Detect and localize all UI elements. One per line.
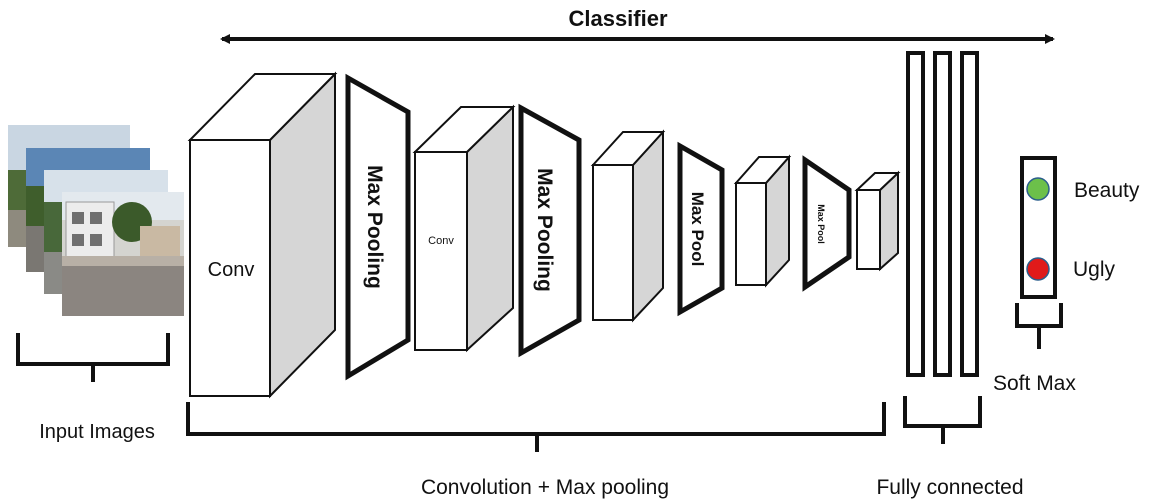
fc-layer-1 bbox=[906, 51, 925, 377]
pool-block-4 bbox=[802, 155, 852, 292]
pool-block-2 bbox=[518, 103, 582, 358]
softmax-bracket bbox=[1015, 303, 1063, 349]
fully-connected-label: Fully connected bbox=[876, 476, 1023, 499]
fully-connected-layers bbox=[906, 51, 979, 377]
fully-connected-bracket bbox=[903, 396, 982, 444]
conv-2-label: Conv bbox=[428, 235, 454, 247]
conv-1-label: Conv bbox=[208, 259, 255, 281]
pool-4-label: Max Pool bbox=[816, 204, 826, 244]
conv-block-5 bbox=[854, 170, 901, 272]
input-bracket bbox=[16, 333, 170, 382]
pool-block-3 bbox=[677, 141, 725, 317]
input-image-4 bbox=[62, 192, 184, 316]
beauty-output-dot bbox=[1026, 177, 1050, 201]
fc-layer-2 bbox=[933, 51, 952, 377]
input-images-label: Input Images bbox=[39, 421, 155, 443]
softmax-label: Soft Max bbox=[993, 372, 1076, 395]
pool-3-label: Max Pool bbox=[688, 192, 707, 267]
conv-block-3 bbox=[590, 129, 666, 323]
convolution-label: Convolution + Max pooling bbox=[421, 476, 669, 499]
ugly-output-dot bbox=[1026, 257, 1050, 281]
beauty-label: Beauty bbox=[1074, 179, 1140, 202]
pool-block-1 bbox=[345, 73, 411, 381]
fc-layer-3 bbox=[960, 51, 979, 377]
ugly-label: Ugly bbox=[1073, 258, 1116, 281]
pool-1-label: Max Pooling bbox=[363, 165, 386, 289]
conv-block-1 bbox=[187, 71, 338, 399]
input-images-stack bbox=[8, 125, 184, 316]
conv-block-4 bbox=[733, 154, 792, 288]
pool-2-label: Max Pooling bbox=[533, 168, 556, 292]
conv-block-2 bbox=[412, 104, 516, 353]
classifier-title: Classifier bbox=[568, 6, 667, 31]
convolution-bracket bbox=[186, 402, 886, 452]
